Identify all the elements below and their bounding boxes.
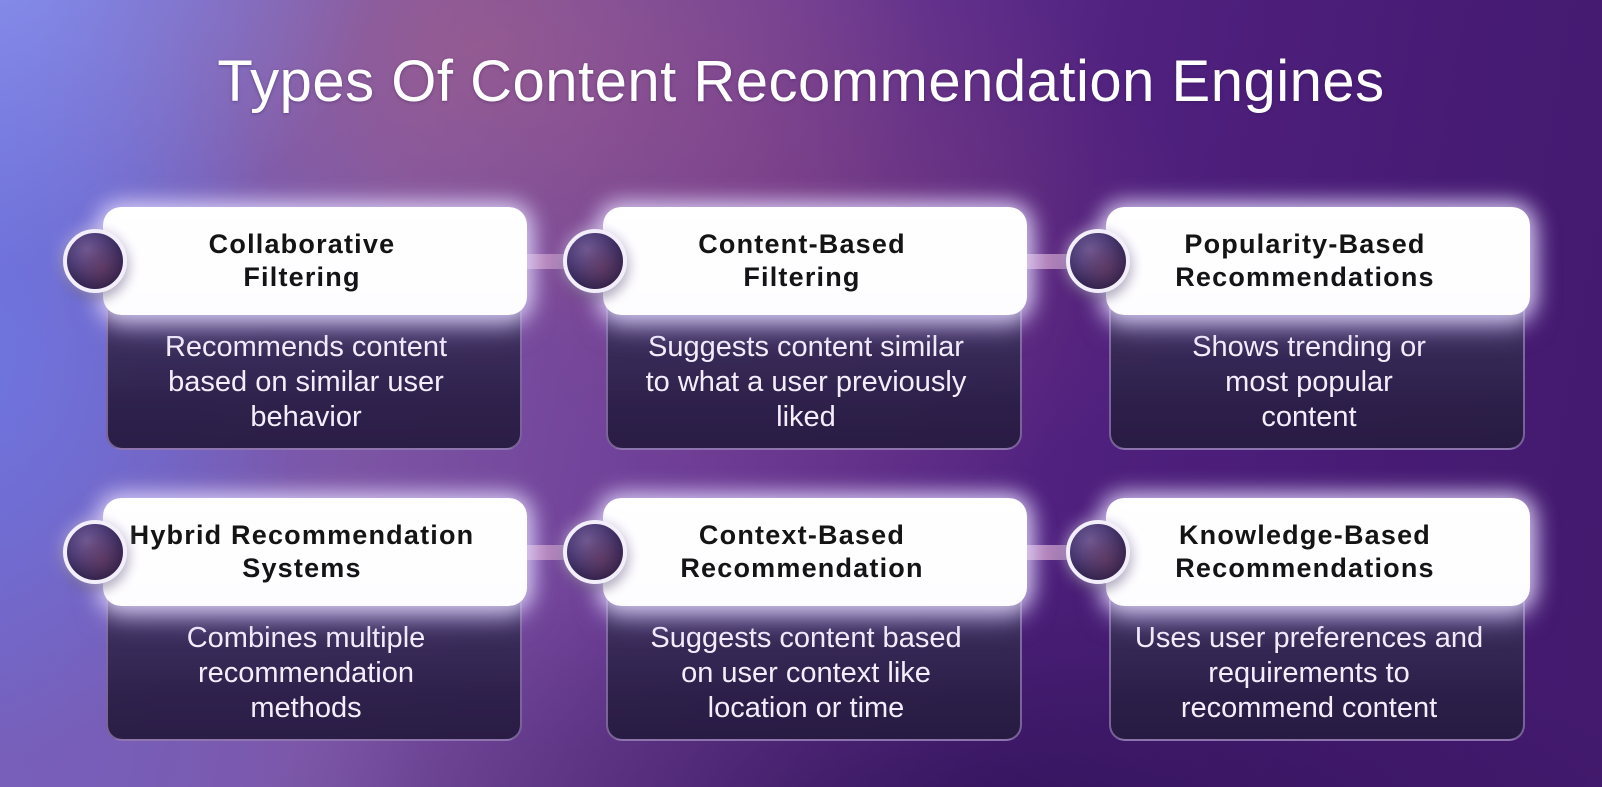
card-description: Shows trending or most popular content [1192, 331, 1426, 433]
card-title: Context-Based Recommendation [680, 520, 924, 583]
card-title: Popularity-Based Recommendations [1175, 229, 1435, 292]
card-description: Suggests content similar to what a user … [645, 331, 967, 433]
card-header: Collaborative Filtering [103, 207, 527, 315]
card-header: Knowledge-Based Recommendations [1106, 498, 1530, 606]
card-title: Knowledge-Based Recommendations [1175, 520, 1435, 583]
card-header: Content-Based Filtering [603, 207, 1027, 315]
card-description: Combines multiple recommendation methods [186, 622, 426, 724]
card-description: Suggests content based on user context l… [650, 622, 962, 724]
card-popularity-based-recommendations: Shows trending or most popular content P… [1066, 207, 1530, 450]
card-context-based-recommendation: Suggests content based on user context l… [563, 498, 1117, 741]
card-header: Hybrid Recommendation Systems [103, 498, 527, 606]
card-description: Recommends content based on similar user… [164, 331, 448, 433]
page-title: Types Of Content Recommendation Engines [217, 49, 1385, 114]
sphere-icon [63, 520, 127, 584]
card-content-based-filtering: Suggests content similar to what a user … [563, 207, 1117, 450]
sphere-icon [563, 229, 627, 293]
card-title: Collaborative Filtering [208, 229, 396, 292]
card-knowledge-based-recommendations: Uses user preferences and requirements t… [1066, 498, 1530, 741]
card-title: Content-Based Filtering [698, 229, 906, 292]
card-header: Popularity-Based Recommendations [1106, 207, 1530, 315]
sphere-icon [63, 229, 127, 293]
sphere-icon [1066, 229, 1130, 293]
card-description: Uses user preferences and requirements t… [1134, 622, 1484, 724]
sphere-icon [563, 520, 627, 584]
card-title: Hybrid Recommendation Systems [129, 520, 475, 583]
card-body: Recommends content based on similar user… [106, 271, 522, 450]
card-collaborative-filtering: Recommends content based on similar user… [63, 207, 617, 450]
sphere-icon [1066, 520, 1130, 584]
card-header: Context-Based Recommendation [603, 498, 1027, 606]
card-hybrid-recommendation-systems: Combines multiple recommendation methods… [63, 498, 617, 741]
